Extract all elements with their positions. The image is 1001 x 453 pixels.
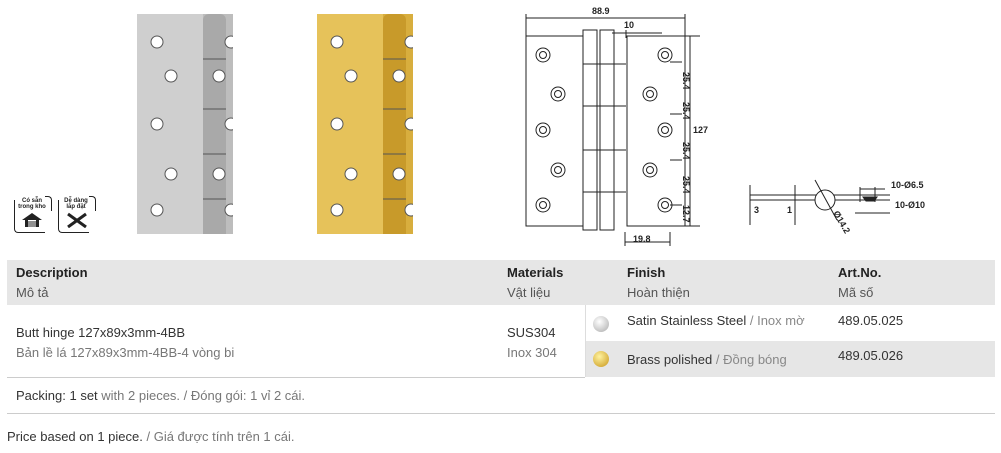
drill-hole-inner: [646, 166, 654, 174]
dim-pitch-3: 25.4: [681, 142, 691, 160]
screw-hole: [164, 167, 178, 181]
finish-2: Brass polished / Đồng bóng: [627, 352, 787, 367]
drill-hole-inner: [539, 51, 547, 59]
drill-hole: [642, 162, 658, 178]
screw-hole: [164, 69, 178, 83]
technical-drawing-side: 3 1 Ø14.2 10-Ø6.5 10-Ø10: [749, 179, 925, 235]
screw-hole: [212, 69, 226, 83]
in-stock-badge: Có sẵn trong kho: [14, 196, 52, 233]
drill-hole-inner: [661, 201, 669, 209]
screw-hole: [224, 203, 233, 217]
drill-hole-inner: [661, 126, 669, 134]
dim-offset: 19.8: [633, 234, 651, 244]
dim-pitch-4: 25.4: [681, 176, 691, 194]
dim-knuckle: 10: [624, 20, 634, 30]
drill-hole: [657, 122, 673, 138]
screw-hole: [150, 203, 164, 217]
header-art-no: Art.No.: [838, 265, 882, 280]
material-vi: Inox 304: [507, 345, 557, 360]
screw-hole: [150, 35, 164, 49]
drill-hole: [550, 162, 566, 178]
dim-leaf: 1: [787, 205, 792, 215]
screw-hole: [392, 167, 406, 181]
finish-1: Satin Stainless Steel / Inox mờ: [627, 313, 805, 328]
screw-hole: [330, 117, 344, 131]
header-materials-vi: Vật liệu: [507, 285, 551, 300]
dim-diameter: Ø14.2: [831, 209, 852, 235]
header-description-vi: Mô tả: [16, 285, 49, 300]
art-no-2: 489.05.026: [838, 348, 904, 363]
screw-hole: [224, 35, 233, 49]
dim-thickness: 3: [754, 205, 759, 215]
drill-hole: [535, 197, 551, 213]
dim-hole-large: 10-Ø10: [895, 200, 925, 210]
packing-note: Packing: 1 set with 2 pieces. / Đóng gói…: [16, 388, 306, 403]
dim-end: 12.7: [681, 205, 691, 223]
drill-hole: [550, 86, 566, 102]
steel-swatch: [593, 316, 609, 332]
drill-hole: [657, 197, 673, 213]
drill-hole: [535, 122, 551, 138]
screw-hole: [224, 117, 233, 131]
easy-install-badge: Dễ dàng lắp đặt: [58, 196, 96, 233]
table-header: [7, 260, 995, 305]
art-no-1: 489.05.025: [838, 313, 904, 328]
drill-hole-inner: [661, 51, 669, 59]
technical-drawing-front: 88.9 10 127 19.8 25.4 25.4 25.4 25.4 12.…: [525, 6, 708, 246]
screw-hole: [330, 203, 344, 217]
header-finish: Finish: [627, 265, 666, 280]
drill-hole-inner: [554, 166, 562, 174]
screw-hole: [344, 167, 358, 181]
header-finish-vi: Hoàn thiện: [627, 285, 690, 300]
header-art-no-vi: Mã số: [838, 285, 874, 300]
dim-pitch-2: 25.4: [681, 102, 691, 120]
drill-hole-inner: [539, 126, 547, 134]
screw-hole: [404, 203, 413, 217]
screw-hole: [404, 35, 413, 49]
tools-icon: [67, 212, 87, 228]
drill-hole-inner: [554, 90, 562, 98]
brass-polished-hinge-image: [317, 14, 413, 234]
screw-hole: [212, 167, 226, 181]
warehouse-icon: [22, 213, 42, 227]
knuckle: [203, 14, 226, 234]
description-vi: Bản lề lá 127x89x3mm-4BB-4 vòng bi: [16, 345, 235, 360]
header-description: Description: [16, 265, 88, 280]
dim-height: 127: [693, 125, 708, 135]
screw-hole: [404, 117, 413, 131]
drill-hole: [642, 86, 658, 102]
drill-hole: [657, 47, 673, 63]
brass-swatch: [593, 351, 609, 367]
dim-pitch-1: 25.4: [681, 72, 691, 90]
screw-hole: [330, 35, 344, 49]
screw-hole: [344, 69, 358, 83]
drill-hole-inner: [646, 90, 654, 98]
header-materials: Materials: [507, 265, 564, 280]
screw-hole: [392, 69, 406, 83]
drill-hole: [535, 47, 551, 63]
dim-hole-small: 10-Ø6.5: [891, 180, 924, 190]
drill-hole-inner: [539, 201, 547, 209]
dim-width: 88.9: [592, 6, 610, 16]
satin-stainless-hinge-image: [137, 14, 233, 234]
material-en: SUS304: [507, 325, 556, 340]
in-stock-label: Có sẵn trong kho: [18, 198, 46, 210]
screw-hole: [150, 117, 164, 131]
finish-row-2-bg: [585, 341, 995, 377]
description-en: Butt hinge 127x89x3mm-4BB: [16, 325, 186, 340]
price-note: Price based on 1 piece. / Giá được tính …: [7, 429, 295, 444]
knuckle: [383, 14, 406, 234]
easy-install-label: Dễ dàng lắp đặt: [64, 198, 88, 210]
